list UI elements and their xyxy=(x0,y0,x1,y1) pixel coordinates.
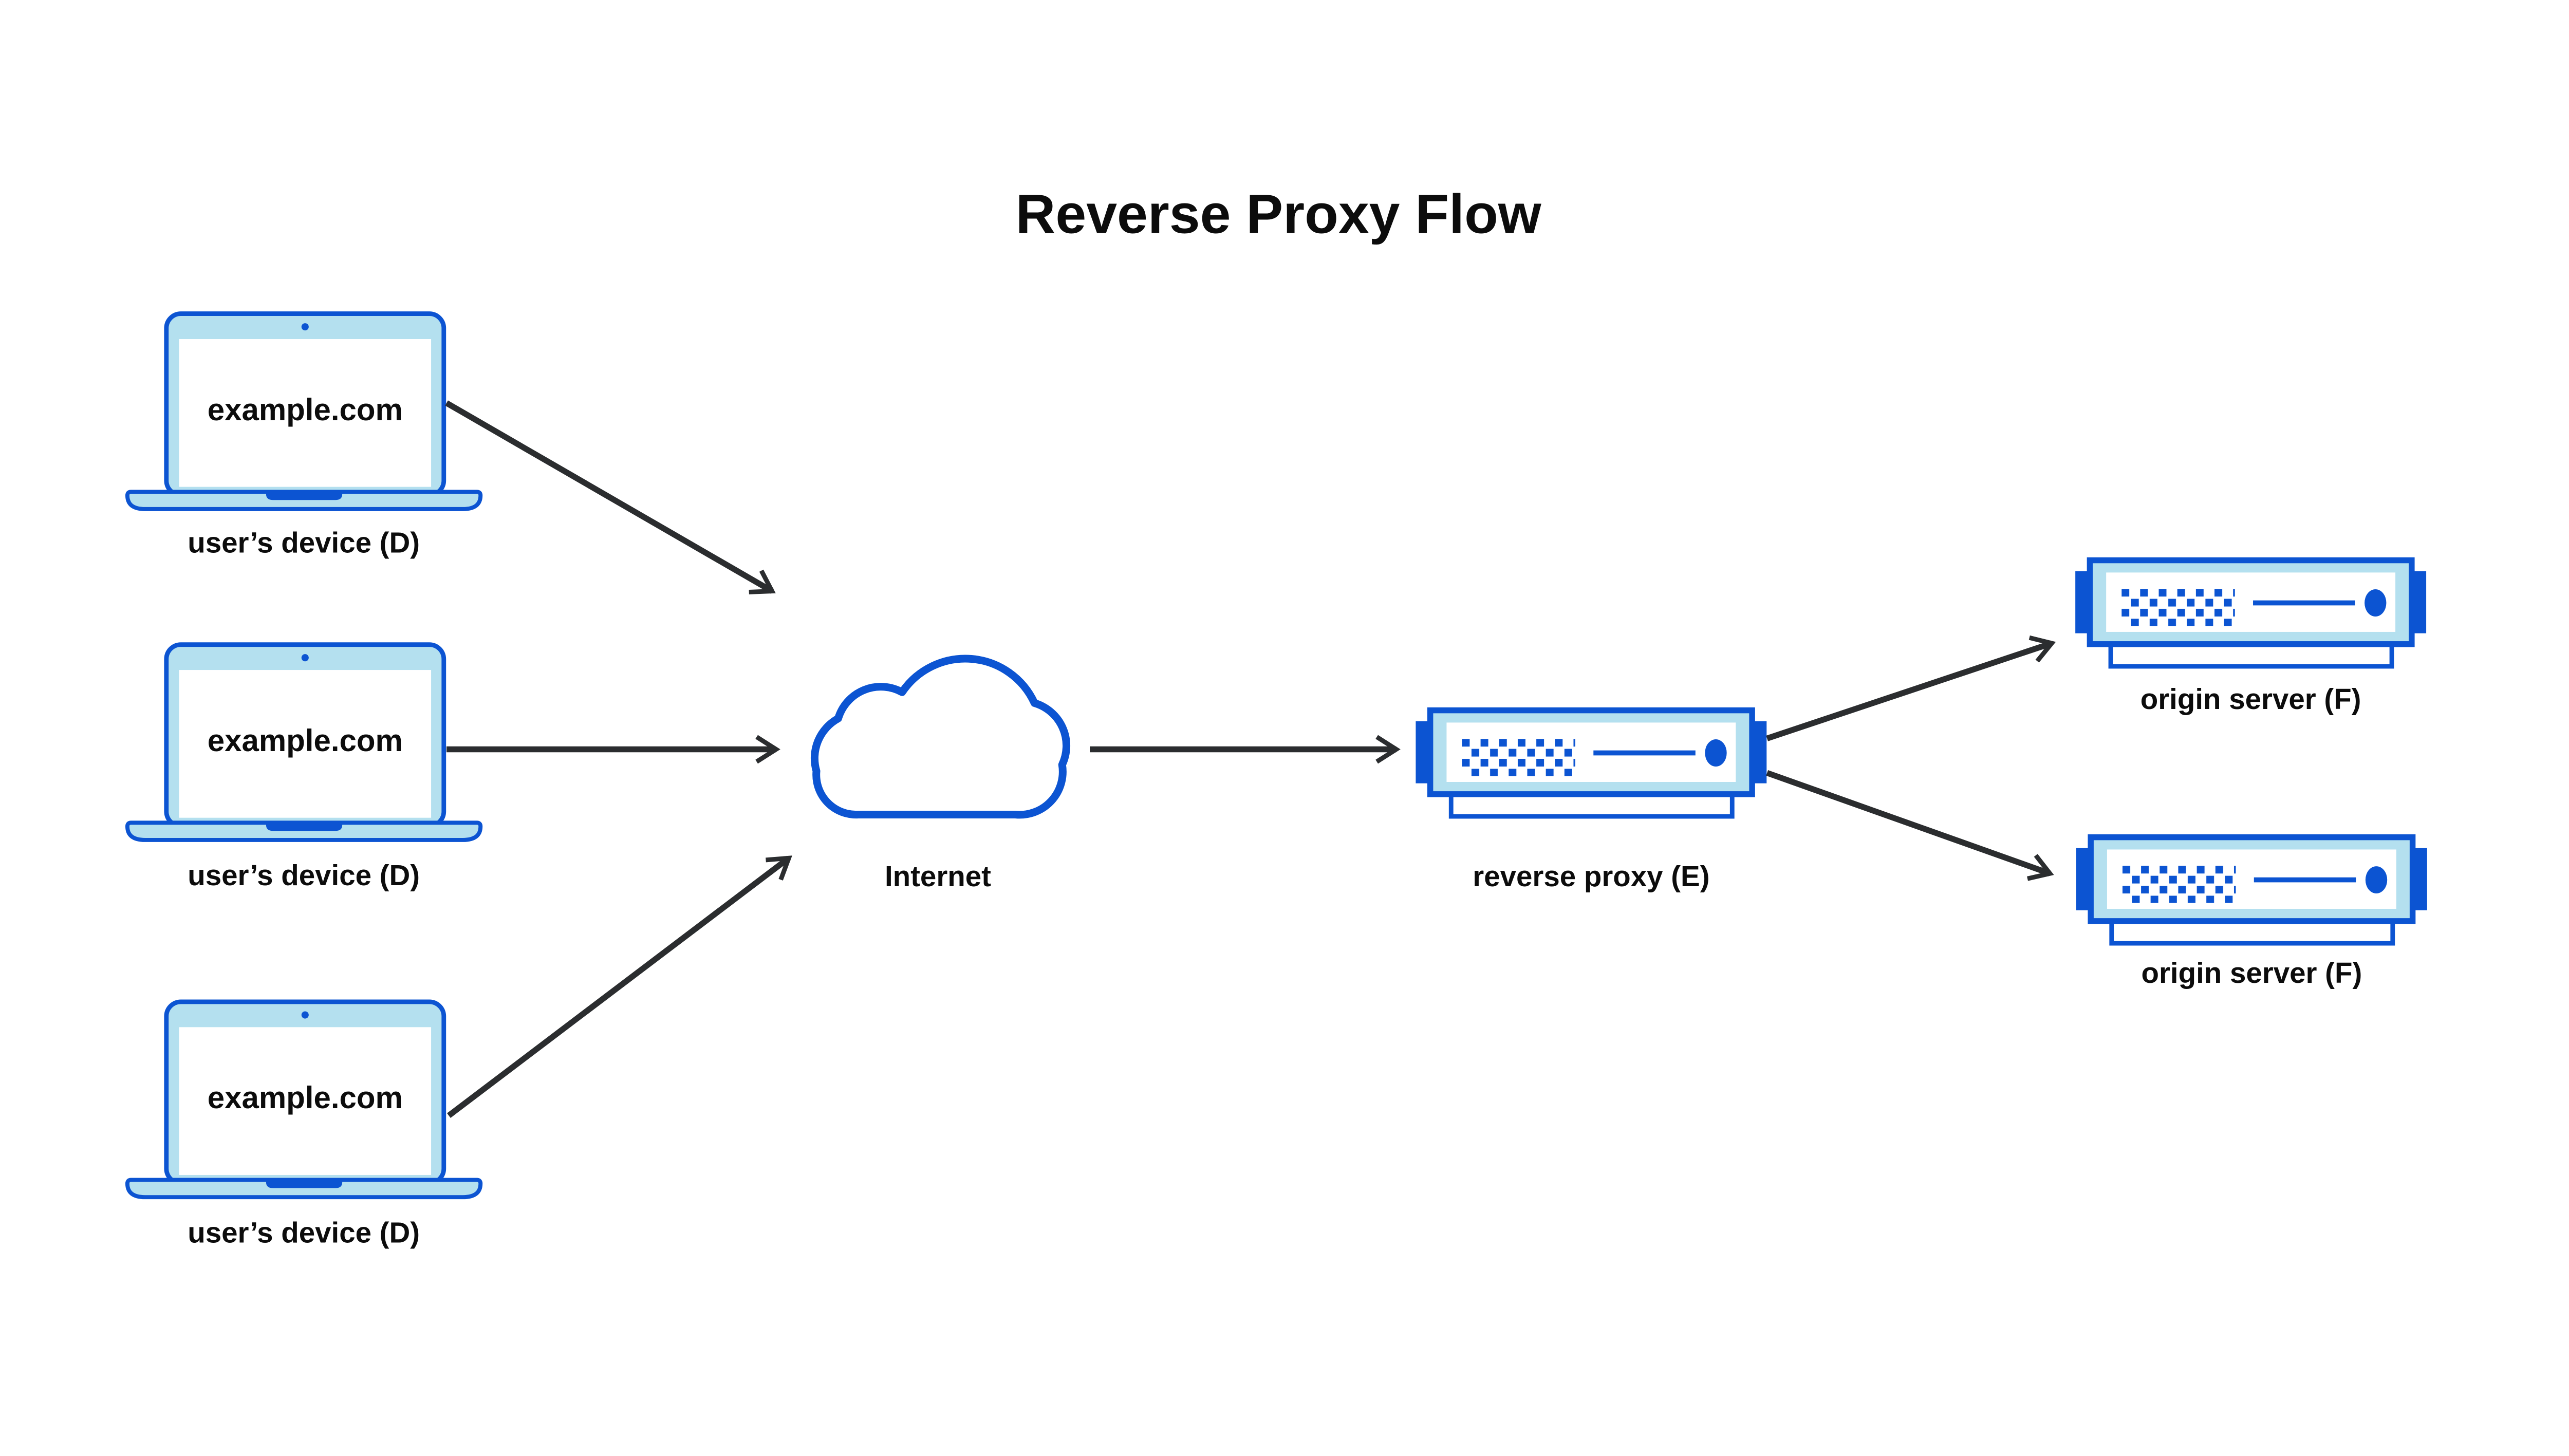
page-title: Reverse Proxy Flow xyxy=(1016,183,1541,245)
user-device-3: example.com user’s device (D) xyxy=(127,1002,480,1248)
arrow-device3-to-internet xyxy=(447,855,792,1118)
arrow-proxy-to-origin1 xyxy=(1766,635,2056,741)
arrow-device1-to-internet xyxy=(445,400,776,594)
origin-server-label: origin server (F) xyxy=(2140,683,2361,715)
user-device-1: example.com user’s device (D) xyxy=(127,314,480,559)
internet-label: Internet xyxy=(885,860,991,892)
device-label: user’s device (D) xyxy=(188,527,420,559)
device-screen-text: example.com xyxy=(208,723,403,758)
user-device-2: example.com user’s device (D) xyxy=(127,645,480,891)
flow-arrows xyxy=(445,400,2056,1118)
internet-node: Internet xyxy=(810,655,1071,892)
arrow-proxy-to-origin2 xyxy=(1766,770,2054,881)
device-label: user’s device (D) xyxy=(188,1216,420,1248)
server-icon xyxy=(1416,711,1766,816)
origin-server-1: origin server (F) xyxy=(2075,561,2426,715)
device-screen-text: example.com xyxy=(208,1080,403,1115)
reverse-proxy-label: reverse proxy (E) xyxy=(1473,860,1709,892)
cloud-icon xyxy=(810,655,1071,819)
origin-server-label: origin server (F) xyxy=(2141,957,2362,989)
server-icon xyxy=(2075,561,2426,666)
server-icon xyxy=(2076,837,2427,943)
device-screen-text: example.com xyxy=(208,393,403,427)
reverse-proxy-node: reverse proxy (E) xyxy=(1416,711,1766,892)
origin-server-2: origin server (F) xyxy=(2076,837,2427,989)
device-label: user’s device (D) xyxy=(188,859,420,891)
